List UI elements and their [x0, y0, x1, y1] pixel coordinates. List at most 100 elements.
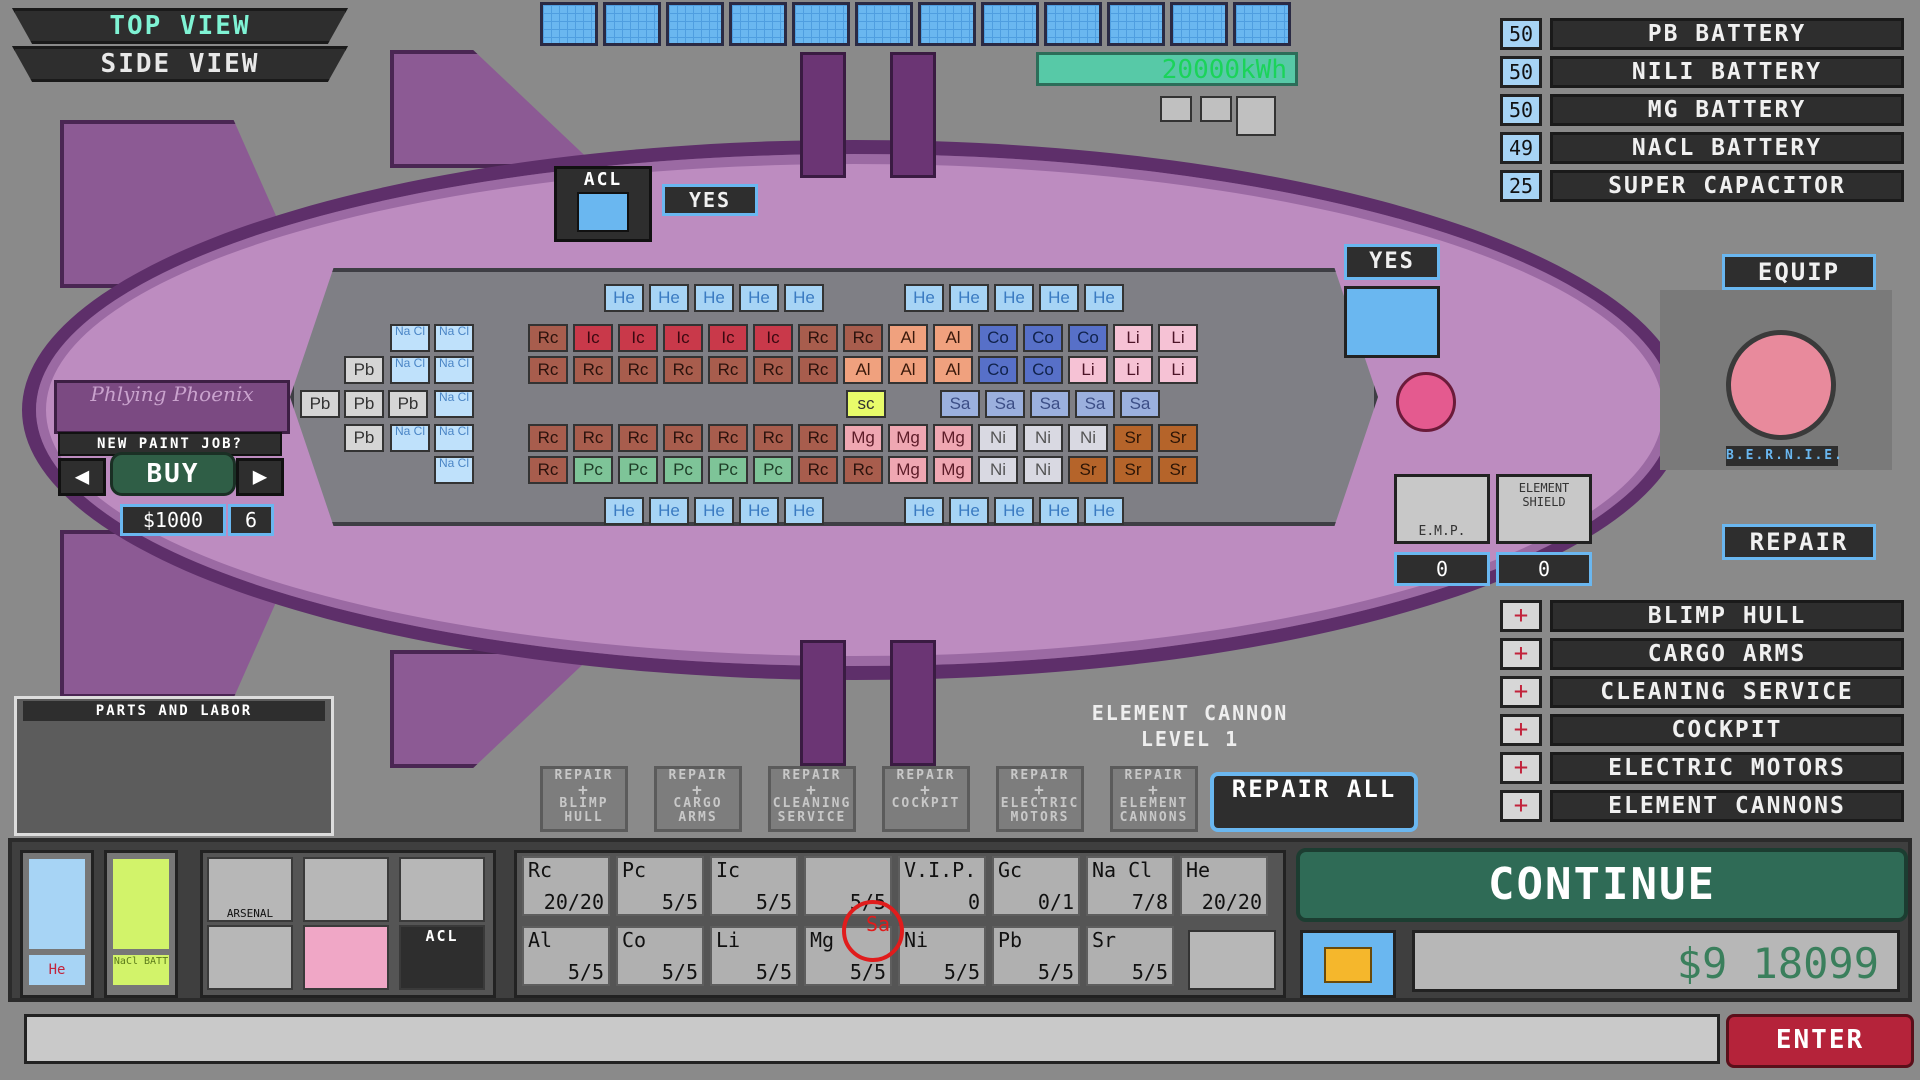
arsenal-slot[interactable]: ARSENAL [207, 857, 293, 922]
cargo-cell-sr[interactable]: Sr [1068, 456, 1108, 484]
diamond-icon[interactable] [1200, 96, 1232, 122]
emp-module[interactable]: E.M.P. [1394, 474, 1490, 544]
enter-button[interactable]: ENTER [1726, 1014, 1914, 1068]
cargo-cell-li[interactable]: Li [1113, 324, 1153, 352]
cargo-cell-he[interactable]: He [994, 497, 1034, 525]
cargo-cell-pb[interactable]: Pb [344, 424, 384, 452]
cargo-cell-he[interactable]: He [649, 284, 689, 312]
cargo-cell-he[interactable]: He [649, 497, 689, 525]
cargo-cell-rc[interactable]: Rc [753, 356, 793, 384]
cargo-cell-he[interactable]: He [1084, 284, 1124, 312]
cargo-cell-al[interactable]: Al [888, 356, 928, 384]
cargo-cell-al[interactable]: Al [843, 356, 883, 384]
cargo-cell-sr[interactable]: Sr [1158, 456, 1198, 484]
cargo-cell-al[interactable]: Al [933, 356, 973, 384]
cargo-cell-sr[interactable]: Sr [1158, 424, 1198, 452]
cargo-cell-rc[interactable]: Rc [573, 356, 613, 384]
cargo-cell-ic[interactable]: Ic [573, 324, 613, 352]
cargo-cell-ic[interactable]: Ic [753, 324, 793, 352]
repair-part-button[interactable]: REPAIR+ELEMENT CANNONS [1110, 766, 1198, 832]
cargo-cell-ni[interactable]: Ni [1068, 424, 1108, 452]
cargo-cell-sa[interactable]: Sa [985, 390, 1025, 418]
cargo-cell-rc[interactable]: Rc [798, 424, 838, 452]
cargo-cell-ic[interactable]: Ic [708, 324, 748, 352]
capsule-icon[interactable] [1236, 96, 1276, 136]
cargo-cell-pc[interactable]: Pc [753, 456, 793, 484]
cargo-cell-he[interactable]: He [784, 497, 824, 525]
cargo-cell-li[interactable]: Li [1158, 356, 1198, 384]
cargo-cell-sc[interactable]: sc [846, 390, 886, 418]
plus-icon[interactable]: + [1500, 638, 1542, 670]
inventory-slot[interactable]: V.I.P.0 [898, 856, 986, 916]
cargo-cell-nacl[interactable]: Na Cl [434, 356, 474, 384]
top-view-button[interactable]: TOP VIEW [12, 8, 348, 44]
cargo-cell-rc[interactable]: Rc [528, 324, 568, 352]
plus-icon[interactable]: + [1500, 600, 1542, 632]
cargo-cell-rc[interactable]: Rc [753, 424, 793, 452]
cargo-cell-nacl[interactable]: Na Cl [434, 390, 474, 418]
cargo-cell-rc[interactable]: Rc [618, 356, 658, 384]
repair-part-button[interactable]: REPAIR+CARGO ARMS [654, 766, 742, 832]
repair-part-button[interactable]: REPAIR+BLIMP HULL [540, 766, 628, 832]
cargo-cell-rc[interactable]: Rc [528, 456, 568, 484]
cargo-cell-sa[interactable]: Sa [1030, 390, 1070, 418]
cargo-cell-rc[interactable]: Rc [843, 456, 883, 484]
cargo-cell-rc[interactable]: Rc [843, 324, 883, 352]
cargo-cell-rc[interactable]: Rc [798, 356, 838, 384]
cargo-cell-al[interactable]: Al [888, 324, 928, 352]
cargo-cell-pc[interactable]: Pc [573, 456, 613, 484]
cargo-cell-co[interactable]: Co [978, 324, 1018, 352]
cargo-cell-mg[interactable]: Mg [888, 424, 928, 452]
cargo-cell-rc[interactable]: Rc [663, 356, 703, 384]
weapon-icon[interactable] [1344, 286, 1440, 358]
weapon-slot-icon[interactable] [303, 925, 389, 990]
cargo-cell-rc[interactable]: Rc [573, 424, 613, 452]
cargo-cell-nacl[interactable]: Na Cl [434, 324, 474, 352]
cargo-cell-rc[interactable]: Rc [798, 456, 838, 484]
cargo-cell-co[interactable]: Co [978, 356, 1018, 384]
cargo-cell-nacl[interactable]: Na Cl [390, 324, 430, 352]
cargo-cell-he[interactable]: He [1039, 284, 1079, 312]
cargo-cell-sr[interactable]: Sr [1113, 424, 1153, 452]
cargo-cell-he[interactable]: He [784, 284, 824, 312]
cargo-cell-sa[interactable]: Sa [1075, 390, 1115, 418]
cargo-cell-ni[interactable]: Ni [1023, 424, 1063, 452]
cargo-cell-nacl[interactable]: Na Cl [434, 424, 474, 452]
cargo-cell-mg[interactable]: Mg [843, 424, 883, 452]
scroll-icon[interactable] [207, 925, 293, 990]
cargo-cell-li[interactable]: Li [1068, 356, 1108, 384]
element-cannon-icon[interactable] [1396, 372, 1456, 432]
cargo-cell-pc[interactable]: Pc [708, 456, 748, 484]
cargo-cell-pc[interactable]: Pc [618, 456, 658, 484]
continue-button[interactable]: CONTINUE [1296, 848, 1908, 922]
cargo-cell-co[interactable]: Co [1023, 324, 1063, 352]
cargo-cell-he[interactable]: He [904, 497, 944, 525]
repair-part-button[interactable]: REPAIR+COCKPIT [882, 766, 970, 832]
buy-paint-button[interactable]: BUY [110, 452, 236, 496]
cargo-cell-he[interactable]: He [604, 284, 644, 312]
prev-paint-arrow-icon[interactable]: ◀ [58, 458, 106, 496]
plus-icon[interactable]: + [1500, 676, 1542, 708]
cargo-cell-li[interactable]: Li [1158, 324, 1198, 352]
equip-button[interactable]: EQUIP [1722, 254, 1876, 290]
cargo-cell-mg[interactable]: Mg [933, 456, 973, 484]
suitcase-icon[interactable] [303, 857, 389, 922]
cargo-cell-ni[interactable]: Ni [1023, 456, 1063, 484]
cargo-cell-sr[interactable]: Sr [1113, 456, 1153, 484]
command-input[interactable] [24, 1014, 1720, 1064]
cargo-cell-ni[interactable]: Ni [978, 424, 1018, 452]
cargo-cell-rc[interactable]: Rc [663, 424, 703, 452]
cargo-cell-rc[interactable]: Rc [618, 424, 658, 452]
cargo-cell-sa[interactable]: Sa [1120, 390, 1160, 418]
cargo-cell-he[interactable]: He [694, 497, 734, 525]
cargo-cell-pb[interactable]: Pb [388, 390, 428, 418]
cargo-cell-pb[interactable]: Pb [344, 390, 384, 418]
cargo-cell-nacl[interactable]: Na Cl [434, 456, 474, 484]
cargo-cell-he[interactable]: He [949, 284, 989, 312]
